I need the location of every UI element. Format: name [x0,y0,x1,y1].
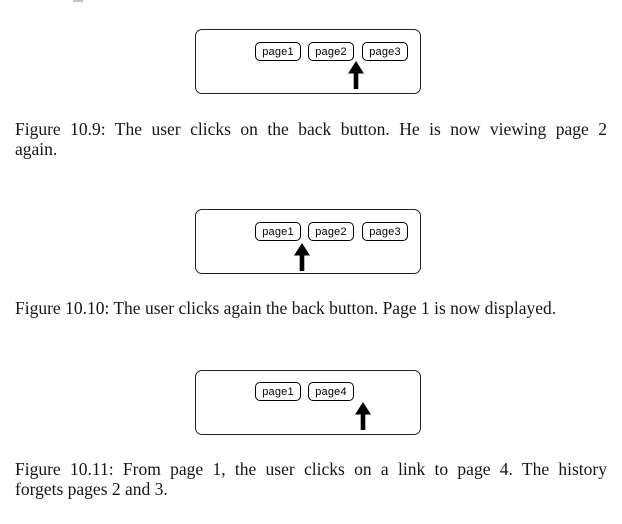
caption-line: again. [15,138,58,159]
history-button-page1: page1 [255,382,301,401]
caption-line: Figure 10.10: The user clicks again the … [15,298,557,318]
figure-10-11-history-panel: page1 page4 [195,370,421,435]
figure-10-9-history-panel: page1 page2 page3 [195,29,421,94]
history-button-page1: page1 [255,222,301,241]
caption-line: Figure 10.11: From page 1, the user clic… [15,459,607,479]
history-button-page4: page4 [308,382,354,401]
caption-line: forgets pages 2 and 3. [15,478,168,499]
history-position-arrow-icon [355,402,371,430]
history-button-page3: page3 [362,42,408,61]
history-button-page2: page2 [308,42,354,61]
figure-10-9-caption: Figure 10.9: The user clicks on the back… [15,119,607,159]
figure-10-10-history-panel: page1 page2 page3 [195,209,421,274]
history-button-page2: page2 [308,222,354,241]
page-edge-artifact [73,0,83,2]
history-button-page1: page1 [255,42,301,61]
figure-10-10-caption: Figure 10.10: The user clicks again the … [15,298,607,319]
caption-line: Figure 10.9: The user clicks on the back… [15,119,607,139]
history-button-page3: page3 [362,222,408,241]
history-position-arrow-icon [294,243,310,271]
history-position-arrow-icon [348,61,364,89]
figure-10-11-caption: Figure 10.11: From page 1, the user clic… [15,459,607,499]
